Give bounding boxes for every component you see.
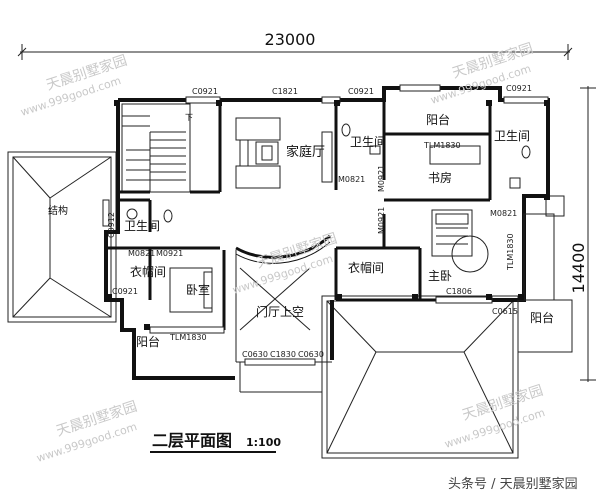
study-label: 书房 [428,170,452,185]
balcony-top-label: 阳台 [426,112,450,127]
watermarks: 天晨别墅家园 www.999good.com 天晨别墅家园 www.999goo… [19,40,547,465]
curved-rail [235,234,331,259]
code-c0912: C0912 [107,212,116,238]
staircase [121,103,191,193]
right-dimension-value: 14400 [569,243,588,294]
balcony-bottom-left-label: 阳台 [136,334,160,349]
bath-fixtures [126,123,531,273]
family-hall-label: 家庭厅 [286,144,325,160]
credit-watermark: 头条号 / 天晨别墅家园 [448,476,578,492]
master-bedroom-label: 主卧 [428,269,452,283]
code-c1806: C1806 [446,287,472,296]
right-dimension [580,86,596,382]
code-m0821-c: M0821 [490,209,517,218]
code-c0921-b: C0921 [348,87,374,96]
code-m0921-b: M0921 [377,165,386,192]
code-m0821-a: M0821 [128,249,155,258]
bath-left-label: 卫生间 [124,219,160,233]
master-bed [431,209,473,257]
closet-center-label: 衣帽间 [348,260,384,275]
code-c0630-a: C0630 [242,350,268,359]
code-tlm1830-top: TLM1830 [423,141,461,150]
windows [102,84,549,366]
code-c0615: C0615 [492,307,518,316]
bath-top-right-label: 卫生间 [494,129,530,143]
code-m0921-c: M0921 [377,207,386,234]
bedroom-bed [169,267,213,313]
code-tlm1830-bottom: TLM1830 [169,333,207,342]
right-balcony [517,195,573,353]
wardrobe-marks [106,100,550,330]
code-c0921-a: C0921 [192,87,218,96]
code-c1821: C1821 [272,87,298,96]
left-roof [7,151,117,323]
drawing-scale: 1:100 [246,436,281,449]
interior-walls [106,100,524,332]
code-c1830: C1830 [270,350,296,359]
sofa-group [235,117,333,189]
code-tlm1830-right: TLM1830 [506,233,515,271]
foyer-void-label: 门厅上空 [256,304,304,319]
drawing-title: 二层平面图 [152,431,232,450]
code-m0821-b: M0821 [338,175,365,184]
top-dimension [17,44,573,60]
top-dimension-value: 23000 [265,30,316,49]
structure-label: 结构 [48,204,68,217]
stair-down-label: 下 [185,113,193,122]
code-c0921-c: C0921 [506,84,532,93]
bath-top-center-label: 卫生间 [350,135,386,149]
code-c0630-b: C0630 [298,350,324,359]
balcony-right-label: 阳台 [530,310,554,325]
closet-left-label: 衣帽间 [130,264,166,279]
code-c0921-d: C0921 [112,287,138,296]
code-m0921-a: M0921 [156,249,183,258]
bedroom-label: 卧室 [186,282,210,297]
